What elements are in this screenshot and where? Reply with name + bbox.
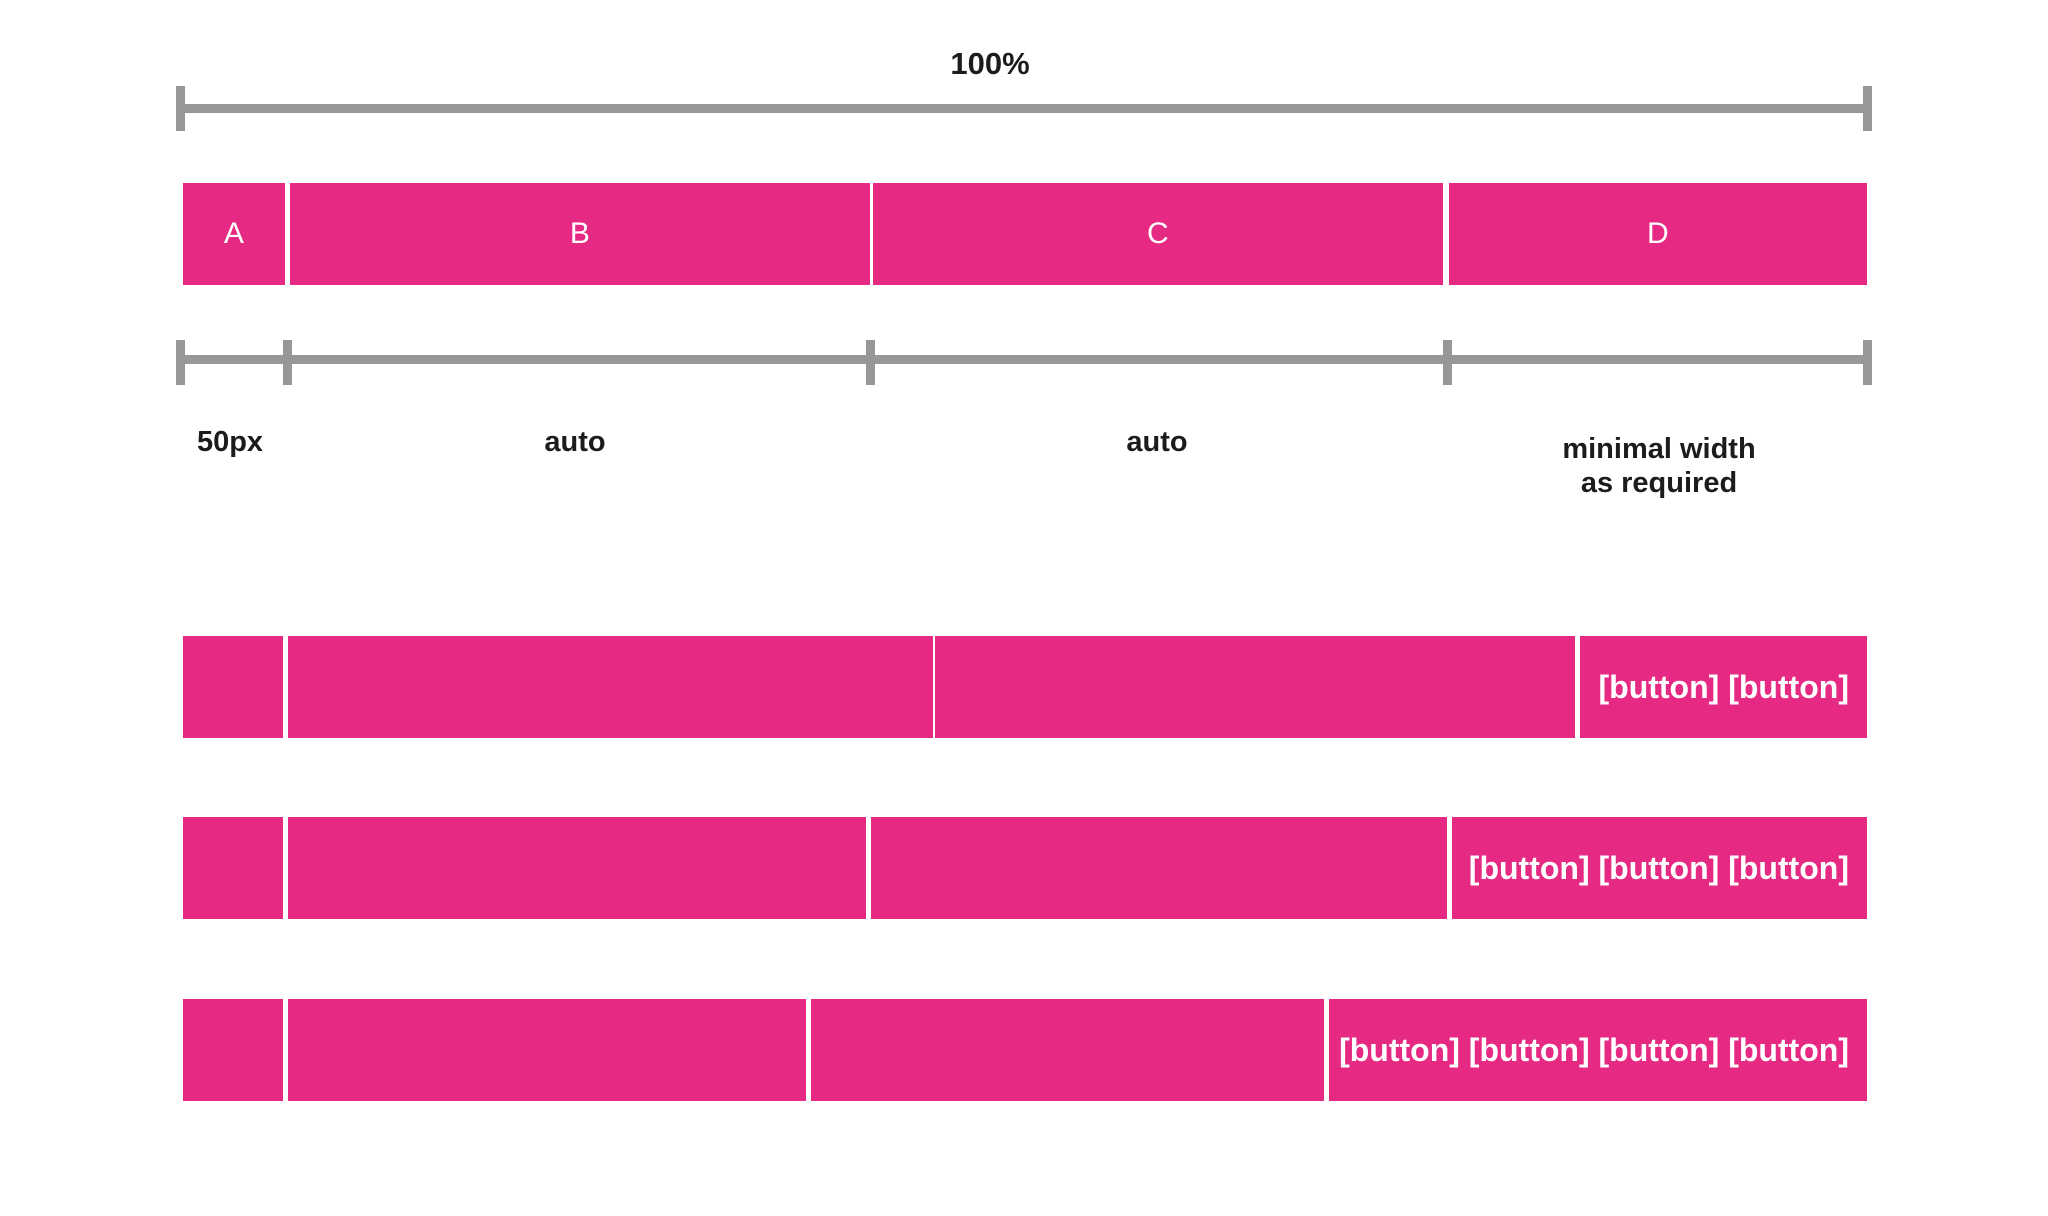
bottom-ruler-tick-4 [1863,340,1872,385]
cell-label-b: B [569,217,591,250]
bottom-ruler-tick-2 [866,340,875,385]
row2-block-c[interactable] [871,817,1447,919]
row3-block-buttons[interactable]: [button] [button] [button] [button] [1329,999,1867,1101]
row2-buttons-label: [button] [button] [button] [1468,850,1849,886]
row1-block-buttons[interactable]: [button] [button] [1580,636,1867,738]
width-caption-b: auto [544,426,606,458]
row3-buttons-label: [button] [button] [button] [button] [1339,1032,1849,1068]
cell-block-a[interactable]: A [183,183,285,285]
cell-block-c[interactable]: C [873,183,1443,285]
row3-block-b[interactable] [288,999,806,1101]
cell-label-a: A [223,217,245,250]
width-caption-d: minimal width as required [1562,433,1756,500]
bottom-ruler-tick-3 [1443,340,1452,385]
cell-block-b[interactable]: B [290,183,870,285]
bottom-ruler-tick-0 [176,340,185,385]
row1-block-c[interactable] [935,636,1575,738]
top-ruler-tick-right [1863,86,1872,131]
row1-block-a[interactable] [183,636,283,738]
bottom-ruler-line [176,355,1872,364]
width-caption-a: 50px [196,426,264,458]
row2-block-b[interactable] [288,817,866,919]
row3-block-a[interactable] [183,999,283,1101]
top-ruler-line [176,104,1872,113]
row1-block-b[interactable] [288,636,933,738]
row2-block-a[interactable] [183,817,283,919]
row1-buttons-label: [button] [button] [1598,669,1849,705]
width-caption-c: auto [1126,426,1188,458]
total-width-label: 100% [950,46,1030,81]
row2-block-buttons[interactable]: [button] [button] [button] [1452,817,1867,919]
bottom-ruler-tick-1 [283,340,292,385]
cell-label-d: D [1647,217,1669,250]
row3-block-c[interactable] [811,999,1324,1101]
cell-label-c: C [1147,217,1169,250]
cell-block-d[interactable]: D [1449,183,1867,285]
top-ruler-tick-left [176,86,185,131]
